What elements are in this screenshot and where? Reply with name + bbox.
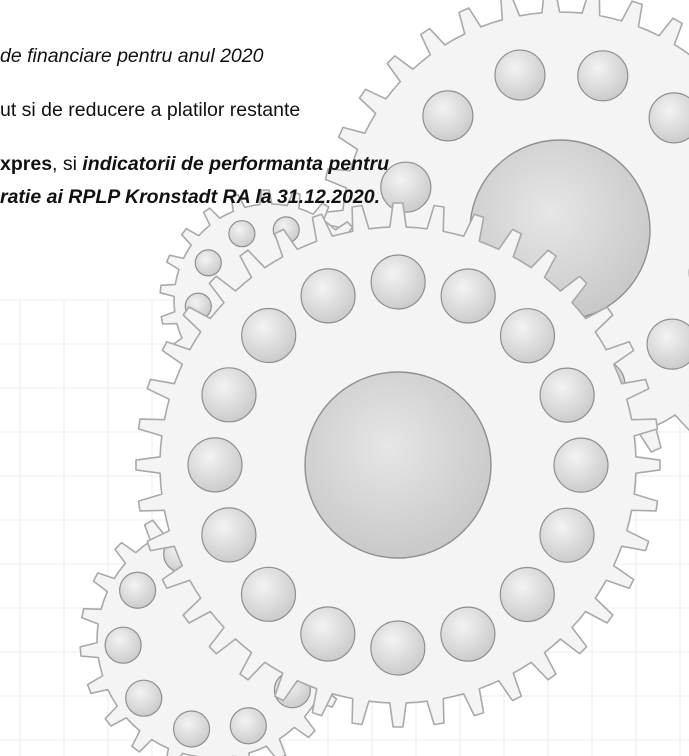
gear-hole <box>241 307 297 364</box>
gear-hole <box>201 367 257 423</box>
gear-hole <box>229 707 267 745</box>
gear-hole <box>440 268 496 324</box>
text-line-1: de financiare pentru anul 2020 <box>0 45 264 67</box>
gear-hole <box>539 507 595 563</box>
gear-hole <box>300 606 356 662</box>
gear-hub <box>304 371 492 559</box>
gear-hole <box>194 249 222 277</box>
text-line-3-normal: , si <box>52 153 83 175</box>
gear-hole <box>499 566 555 623</box>
gear-main-icon <box>135 202 661 728</box>
gear-hole <box>172 710 211 748</box>
gear-hole <box>240 566 297 622</box>
gear-hole <box>370 254 426 310</box>
gear-hole <box>125 679 163 717</box>
gear-hole <box>201 507 257 563</box>
gear-hole <box>228 220 256 248</box>
gear-hole <box>300 268 356 324</box>
gear-hole <box>380 161 432 213</box>
gear-hole <box>499 308 556 364</box>
gear-hole <box>104 626 142 664</box>
gear-hole <box>440 606 496 662</box>
gear-hole <box>577 50 629 102</box>
gear-hole <box>646 318 689 370</box>
gear-hole <box>539 367 595 423</box>
gear-hole <box>187 437 243 493</box>
text-line-2: ut si de reducere a platilor restante <box>0 99 301 121</box>
gear-hole <box>370 620 426 676</box>
gear-hole <box>553 437 609 493</box>
text-line-3: xpres, si indicatorii de performanta pen… <box>0 152 389 176</box>
text-line-3-bold: xpres <box>0 153 53 175</box>
text-line-3-bold-italic: indicatorii de performanta pentru <box>82 153 390 175</box>
text-line-4: ratie ai RPLP Kronstadt RA la 31.12.2020… <box>0 186 381 208</box>
gear-hole <box>422 90 474 142</box>
gear-hole <box>494 49 546 101</box>
gear-hole <box>648 92 689 144</box>
gear-hole <box>119 571 157 609</box>
